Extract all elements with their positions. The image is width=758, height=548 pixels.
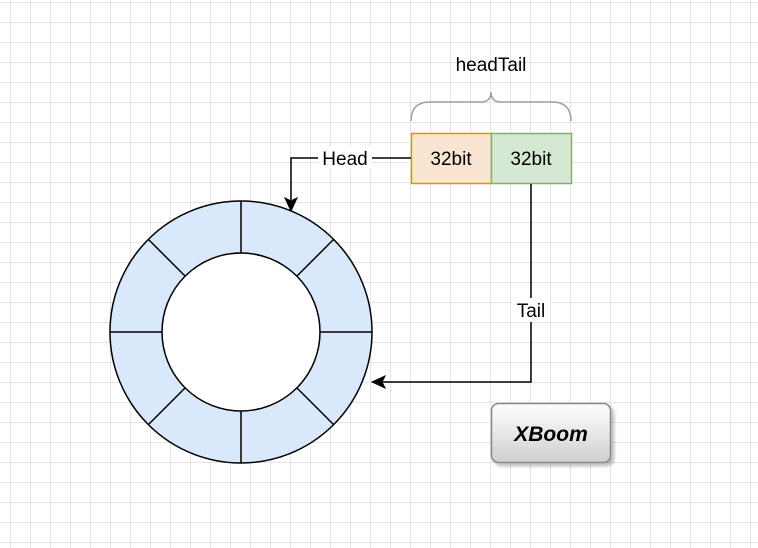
xboom-button-label: XBoom (513, 423, 588, 446)
head-bits-label: 32bit (430, 149, 472, 170)
tail-bits-cell: 32bit (490, 132, 573, 185)
ring-buffer (109, 200, 373, 464)
headtail-label: headTail (456, 55, 527, 76)
head-connector: Head (283, 146, 411, 213)
tail-connector-label: Tail (517, 301, 546, 322)
head-arrowhead (283, 196, 299, 213)
headtail-brace (410, 91, 572, 122)
ring-inner (161, 252, 321, 412)
tail-arrowhead (370, 374, 387, 390)
ring-segment-divider (147, 387, 186, 426)
ring-segment-divider (296, 238, 335, 277)
head-connector-label: Head (322, 149, 367, 170)
tail-connector: Tail (370, 184, 550, 390)
tail-bits-label: 32bit (510, 149, 552, 170)
xboom-button[interactable]: XBoom (490, 402, 612, 464)
head-bits-cell: 32bit (410, 132, 493, 185)
ring-segment-divider (296, 387, 335, 426)
ring-segment-divider (147, 238, 186, 277)
